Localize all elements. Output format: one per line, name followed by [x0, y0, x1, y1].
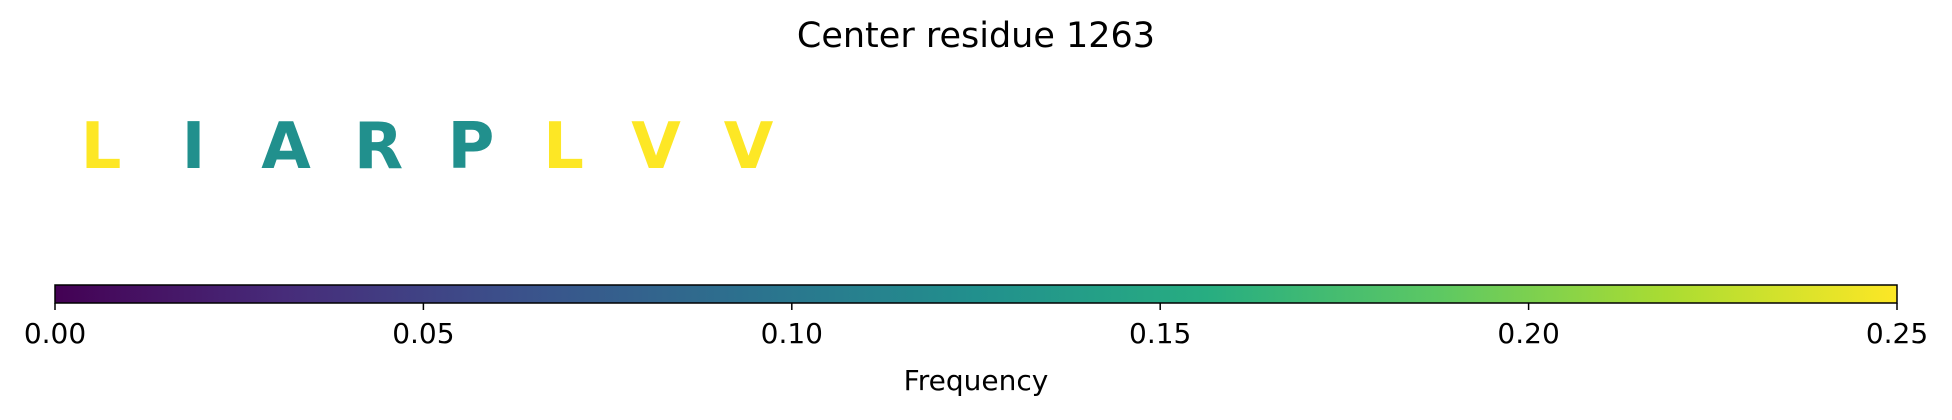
chart-title: Center residue 1263 — [796, 16, 1156, 56]
colorbar-tick-label: 0.20 — [1497, 317, 1559, 350]
residue-letter: A — [261, 110, 311, 184]
colorbar-tick-label: 0.10 — [761, 317, 823, 350]
colorbar-gradient — [55, 285, 1897, 303]
colorbar-tick-label: 0.15 — [1129, 317, 1191, 350]
colorbar: 0.00 0.05 0.10 0.15 0.20 0.25 Frequency — [24, 284, 1928, 397]
residue-letter: V — [724, 110, 774, 184]
residue-letter: I — [182, 110, 206, 184]
colorbar-tick-label: 0.25 — [1866, 317, 1928, 350]
colorbar-label: Frequency — [904, 364, 1049, 397]
residue-letter: R — [354, 110, 403, 184]
residue-letter: L — [81, 110, 122, 184]
colorbar-tick-label: 0.05 — [392, 317, 454, 350]
colorbar-ticks: 0.00 0.05 0.10 0.15 0.20 0.25 — [24, 303, 1928, 350]
colorbar-tick-label: 0.00 — [24, 317, 86, 350]
residue-letter: L — [543, 110, 584, 184]
colorbar-frame — [54, 284, 1898, 304]
residue-letter: P — [448, 110, 495, 184]
residue-letter: V — [631, 110, 681, 184]
